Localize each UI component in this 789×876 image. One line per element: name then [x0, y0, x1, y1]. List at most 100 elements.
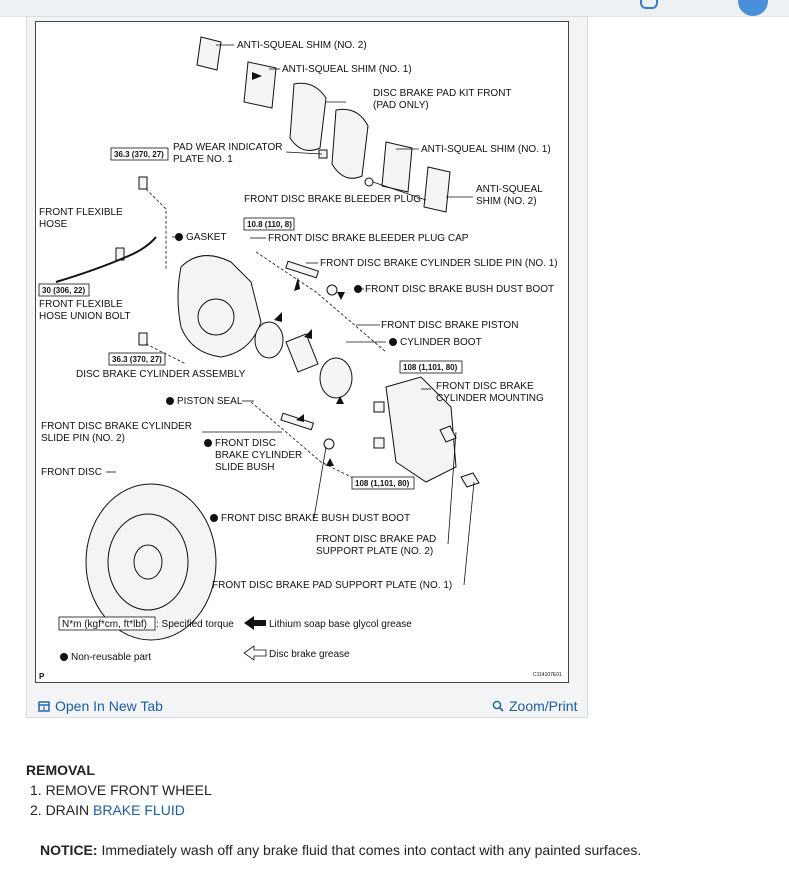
open-tab-icon	[38, 701, 50, 712]
legend-disc-grease-arrow	[243, 645, 267, 661]
avatar[interactable]	[738, 0, 768, 16]
label-union-bolt-1: FRONT FLEXIBLE	[39, 299, 123, 310]
bush-boot-top-part	[326, 284, 338, 296]
leader	[463, 481, 475, 586]
brake-fluid-link[interactable]: BRAKE FLUID	[93, 802, 185, 818]
torque-value: 36.3 (370, 27)	[112, 355, 162, 364]
slide-pin-2-part	[280, 412, 315, 431]
torque-box	[108, 352, 166, 366]
corner-letter: P	[39, 672, 45, 681]
torque-value: 36.3 (370, 27)	[114, 150, 164, 159]
label-pad-wear-2: PLATE NO. 1	[173, 154, 233, 165]
label-gasket: GASKET	[186, 232, 227, 243]
zoom-print-label: Zoom/Print	[509, 698, 578, 714]
shim-no2-right-part	[423, 166, 451, 213]
label-pad-wear-1: PAD WEAR INDICATOR	[173, 142, 282, 153]
leader	[372, 181, 427, 201]
grease-arrow-4	[274, 312, 282, 322]
label-shim1-top: ANTI-SQUEAL SHIM (NO. 1)	[282, 64, 412, 75]
label-slide-pin-1: FRONT DISC BRAKE CYLINDER SLIDE PIN (NO.…	[320, 258, 558, 269]
disc-center-part	[133, 544, 163, 580]
open-in-new-tab-label: Open In New Tab	[55, 698, 163, 714]
torque-value: 30 (306, 22)	[42, 286, 85, 295]
label-flex-hose-2: HOSE	[39, 219, 68, 230]
label-shim2-right-2: SHIM (NO. 2)	[476, 196, 537, 207]
grease-arrow-6	[336, 396, 344, 404]
dash-line	[250, 401, 362, 483]
label-slide-bush-2: BRAKE CYLINDER	[215, 450, 302, 461]
label-pad-kit-2: (PAD ONLY)	[373, 100, 429, 111]
label-slide-bush-1: FRONT DISC	[215, 438, 276, 449]
slide-pin-1-part	[285, 260, 320, 279]
grease-arrow-7	[296, 414, 304, 422]
support-plate-1-part	[460, 472, 480, 488]
label-shim2-top: ANTI-SQUEAL SHIM (NO. 2)	[237, 40, 367, 51]
brake-diagram: ANTI-SQUEAL SHIM (NO. 2) ANTI-SQUEAL SHI…	[35, 21, 569, 683]
label-front-disc: FRONT DISC	[41, 467, 102, 478]
notice-label: NOTICE:	[40, 842, 98, 858]
torque-box	[38, 283, 90, 297]
torque-box	[110, 147, 169, 161]
grease-arrow-1	[252, 72, 262, 80]
zoom-icon	[492, 700, 504, 712]
label-cyl-boot: CYLINDER BOOT	[400, 337, 482, 348]
label-cyl-mounting-2: CYLINDER MOUNTING	[436, 393, 544, 404]
support-plate-2-part	[439, 425, 457, 443]
mount-bolt-1-part	[373, 401, 385, 413]
mount-bolt-2-part	[373, 437, 385, 449]
chat-icon[interactable]	[640, 0, 658, 9]
open-in-new-tab-link[interactable]: Open In New Tab	[38, 698, 163, 714]
torque-box	[243, 217, 295, 231]
legend-lithium: Lithium soap base glycol grease	[269, 619, 412, 630]
legend-dot	[60, 653, 68, 661]
label-bleeder-plug: FRONT DISC BRAKE BLEEDER PLUG	[244, 194, 421, 205]
dash-line	[145, 343, 187, 365]
label-support-plate-1: FRONT DISC BRAKE PAD SUPPORT PLATE (NO. …	[212, 580, 452, 591]
label-support-plate-2-2: SUPPORT PLATE (NO. 2)	[316, 546, 433, 557]
torque-value: 10.8 (110, 8)	[247, 220, 292, 229]
zoom-print-link[interactable]: Zoom/Print	[492, 698, 577, 714]
shim-no1-right-part	[381, 141, 413, 193]
piston-part	[285, 333, 319, 373]
leader	[313, 446, 327, 519]
label-bush-dust-boot-top: FRONT DISC BRAKE BUSH DUST BOOT	[365, 284, 554, 295]
torque-value: 108 (1,101, 80)	[403, 363, 458, 372]
label-shim1-right: ANTI-SQUEAL SHIM (NO. 1)	[421, 144, 551, 155]
label-bush-dust-boot-bottom: FRONT DISC BRAKE BUSH DUST BOOT	[221, 513, 410, 524]
label-shim2-right-1: ANTI-SQUEAL	[476, 184, 543, 195]
legend-lithium-arrow	[244, 616, 266, 630]
label-slide-pin-2-2: SLIDE PIN (NO. 2)	[41, 433, 125, 444]
label-pad-kit-1: DISC BRAKE PAD KIT FRONT	[373, 88, 512, 99]
piston-seal-part	[254, 321, 284, 359]
bleeder-plug-part	[364, 177, 374, 187]
grease-arrow-8	[326, 458, 334, 466]
notice-text: Immediately wash off any brake fluid tha…	[97, 842, 642, 858]
non-reusable-dot	[175, 233, 183, 241]
label-piston-seal: PISTON SEAL	[177, 396, 243, 407]
torque-value: 108 (1,101, 80)	[355, 479, 410, 488]
cylinder-boot-part	[319, 357, 353, 399]
caliper-bore-part	[197, 298, 235, 336]
pad-1-part	[289, 82, 327, 151]
leader	[447, 431, 457, 545]
grease-arrow-2	[294, 277, 300, 291]
non-reusable-dot	[210, 514, 218, 522]
step-1: 1. REMOVE FRONT WHEEL	[30, 782, 212, 798]
label-bleeder-cap: FRONT DISC BRAKE BLEEDER PLUG CAP	[268, 233, 469, 244]
label-cyl-mounting-1: FRONT DISC BRAKE	[436, 381, 534, 392]
leader	[285, 151, 323, 155]
bolt-mid-part	[138, 332, 148, 346]
legend-torque-text: : Specified torque	[156, 619, 234, 630]
label-piston: FRONT DISC BRAKE PISTON	[381, 320, 518, 331]
bolt-top-part	[138, 176, 148, 190]
non-reusable-dot	[354, 285, 362, 293]
label-support-plate-2-1: FRONT DISC BRAKE PAD	[316, 534, 436, 545]
flex-hose-part	[55, 236, 157, 283]
pad-2-part	[331, 108, 369, 179]
legend-torque-box	[58, 616, 156, 631]
step-2: 2. DRAIN BRAKE FLUID	[30, 802, 185, 818]
shim-no2-top-part	[196, 36, 222, 71]
non-reusable-dot	[389, 338, 397, 346]
dash-line	[255, 251, 387, 353]
non-reusable-dot	[166, 397, 174, 405]
